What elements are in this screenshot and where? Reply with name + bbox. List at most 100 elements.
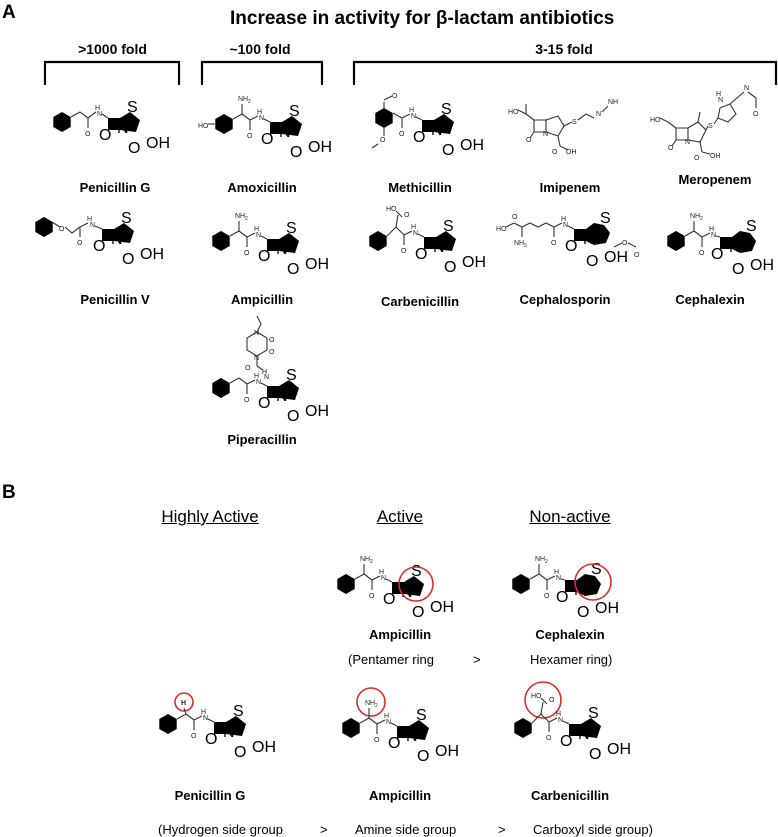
svg-text:N: N [259,115,264,122]
svg-text:O: O [59,226,65,233]
svg-text:O: O [374,737,380,744]
svg-text:HO: HO [386,206,397,213]
piperacillin-label: Piperacillin [227,432,297,447]
svg-text:H: H [201,709,206,716]
svg-text:H: H [95,105,100,112]
svg-text:H: H [87,216,92,223]
svg-text:H: H [257,109,262,116]
svg-text:O: O [369,593,375,600]
svg-text:O: O [380,137,386,144]
imipenem-label: Imipenem [539,180,601,195]
cephalexin-label-b: Cephalexin [535,627,605,642]
svg-text:N: N [718,97,723,104]
svg-text:2: 2 [245,216,248,222]
carboxyl-group-highlight [524,681,562,719]
svg-text:N: N [90,222,95,229]
svg-text:O: O [694,155,700,162]
svg-text:2: 2 [248,99,251,105]
penicillin-g-label-b: Penicillin G [174,788,246,803]
svg-text:H: H [181,700,186,707]
cephalexin-label-a: Cephalexin [675,292,745,307]
svg-text:N: N [596,111,601,118]
pentamer-ring-highlight [398,566,434,602]
piperacillin-structure: N N O O O HN O HN [212,315,329,425]
svg-text:H: H [409,107,414,114]
svg-text:NH: NH [238,96,248,103]
svg-text:O: O [404,212,410,219]
svg-text:NH: NH [690,213,700,220]
hexamer-note: Hexamer ring) [530,652,613,667]
imipenem-structure: HO O N OH O S N NH [508,99,618,156]
svg-text:O: O [269,337,275,344]
svg-text:N: N [556,575,561,582]
cephalosporin-label: Cephalosporin [519,292,611,307]
svg-text:HO: HO [508,109,519,116]
svg-text:NH: NH [365,700,375,707]
svg-text:O: O [526,137,532,144]
svg-text:N: N [264,374,269,381]
svg-text:H: H [556,711,561,718]
svg-text:O: O [634,252,640,259]
amoxicillin-label: Amoxicillin [227,180,297,195]
column-non-active: Non-active [529,507,611,526]
pentamer-note: (Pentamer ring [348,652,434,667]
svg-text:H: H [561,216,566,223]
methicillin-structure: O O O HN [371,93,484,159]
svg-text:N: N [558,717,563,724]
hydrogen-group-highlight [174,692,194,712]
amine-group-highlight [356,687,386,717]
svg-text:O: O [399,131,405,138]
svg-text:O: O [549,697,555,704]
svg-text:OH: OH [566,149,577,156]
svg-text:O: O [247,133,253,140]
meropenem-label: Meropenem [678,172,752,187]
svg-text:2: 2 [370,559,373,565]
svg-text:H: H [384,713,389,720]
fold-label-3-15: 3-15 fold [535,41,593,57]
svg-text:N: N [543,131,548,138]
penicillin-g-structure: O HN [53,99,170,157]
svg-text:N: N [744,85,749,92]
amine-note: Amine side group [355,822,457,837]
svg-text:O: O [546,735,552,742]
svg-text:N: N [256,232,261,239]
hydrogen-note: (Hydrogen side group [158,822,284,837]
carbenicillin-structure-b: HO O O HN [514,681,631,763]
carbenicillin-label-b: Carbenicillin [530,788,610,803]
svg-text:O: O [191,733,197,740]
svg-text:O: O [512,214,518,221]
row2-greater-than-1: > [320,822,328,837]
carbenicillin-structure-a: HO O O HN [369,206,486,276]
svg-text:NH: NH [235,213,245,220]
svg-text:O: O [668,145,674,152]
panel-b-letter: B [2,482,16,503]
svg-text:2: 2 [524,243,527,249]
svg-text:N: N [254,330,259,337]
svg-text:O: O [699,250,705,257]
bracket-3-15-fold [352,60,778,85]
bracket-1000-fold [43,60,181,85]
svg-text:O: O [401,248,407,255]
svg-text:H: H [716,91,721,98]
penicillin-g-structure-b: H O HN [159,692,276,761]
ampicillin-label-b1: Ampicillin [368,627,432,642]
svg-text:N: N [411,113,416,120]
svg-text:N: N [563,222,568,229]
svg-text:O: O [244,397,250,404]
svg-text:O: O [77,240,83,247]
svg-text:O: O [269,349,275,356]
svg-text:N: N [685,139,690,146]
penicillin-v-structure: O O HN [35,210,164,268]
svg-text:O: O [552,149,558,156]
svg-text:O: O [551,240,557,247]
ampicillin-label-b2: Ampicillin [368,788,432,803]
svg-text:H: H [254,373,259,380]
fold-label-1000: >1000 fold [78,41,147,57]
penicillin-g-label: Penicillin G [79,180,151,195]
